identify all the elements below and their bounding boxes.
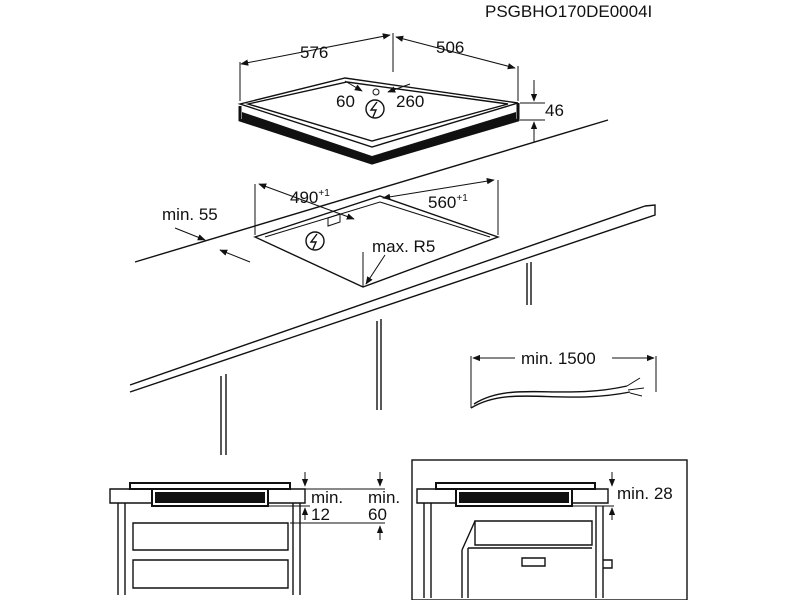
- cable-line-1: [470, 391, 631, 409]
- section-oven: min. 28: [411, 459, 688, 600]
- document-code: PSGBHO170DE0004I: [485, 2, 652, 21]
- drawer-cabinet-left: [117, 503, 126, 595]
- cutout-width-label: 490+1: [290, 188, 330, 207]
- cable-offset-y: 260: [396, 92, 424, 111]
- corner-radius-label: max. R5: [372, 237, 435, 256]
- edge-distance-label: min. 55: [162, 205, 218, 224]
- electric-connection-icon: [305, 231, 325, 251]
- drawer-1: [132, 522, 289, 551]
- connection-box: [327, 213, 341, 227]
- hob-glass-inner: [245, 81, 509, 142]
- cable-length-label: min. 1500: [521, 349, 596, 368]
- hob-drawing: 60 260 576 506 46: [237, 33, 564, 165]
- cable-drawing: min. 1500: [470, 349, 657, 409]
- drawer-2: [132, 559, 289, 589]
- worktop-leg-3: [526, 262, 532, 305]
- drawer-clearance-1-label: min.: [311, 488, 343, 507]
- cable-line-2: [473, 385, 628, 405]
- oven-body: [474, 520, 593, 546]
- hob-width-label: 576: [300, 43, 328, 62]
- oven-handle: [521, 557, 546, 567]
- cutout-depth-label: 560+1: [428, 193, 468, 212]
- electric-connection-icon: [365, 99, 385, 119]
- worktop-drawing: 490+1 560+1 min. 55 max. R5: [129, 119, 656, 455]
- oven-cabinet-right: [595, 506, 604, 598]
- hob-frame: [238, 103, 520, 165]
- oven-section-frame: [411, 459, 688, 600]
- oven-cabinet-left: [423, 503, 432, 598]
- cable-entry-point: [372, 88, 380, 96]
- drawer-clearance-2-label: min.: [368, 488, 400, 507]
- hob-height-label: 46: [545, 101, 564, 120]
- worktop-front-bottom-edge: [129, 204, 656, 393]
- worktop-back-edge: [134, 119, 609, 263]
- worktop-front-top-edge: [129, 205, 646, 386]
- oven-front: [461, 520, 476, 598]
- worktop-leg-2: [376, 319, 382, 410]
- oven-screw: [603, 559, 613, 569]
- drawer-cabinet-right: [292, 503, 301, 595]
- drawer-clearance-1-value: 12: [311, 505, 330, 524]
- worktop-leg-1: [220, 374, 227, 455]
- oven-clearance-label: min. 28: [617, 484, 673, 503]
- hob-depth-label: 506: [436, 38, 464, 57]
- cable-wires: [626, 377, 645, 397]
- drawer-clearance-2-value: 60: [368, 505, 387, 524]
- cable-offset-x: 60: [336, 92, 355, 111]
- hob-body: [242, 112, 516, 162]
- section-drawer: min. 12 min. 60: [109, 472, 400, 595]
